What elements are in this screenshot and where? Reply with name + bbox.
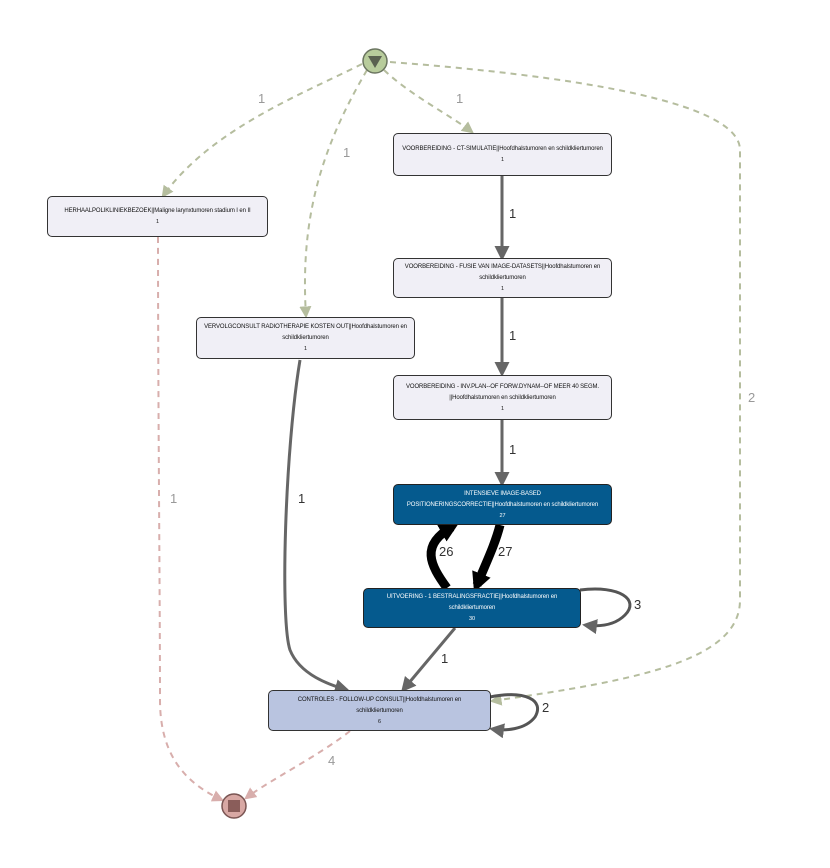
edge-vervolg-controles xyxy=(283,359,350,694)
activity-count: 6 xyxy=(377,718,382,725)
activity-label: CONTROLES - FOLLOW-UP CONSULT||Hoofdhals… xyxy=(297,696,462,714)
edge-label: 4 xyxy=(328,753,335,768)
edge-start-ct xyxy=(383,69,474,134)
edge-uitvoering-controles xyxy=(401,627,457,693)
start-node[interactable] xyxy=(362,48,388,74)
edge-label: 26 xyxy=(439,544,453,559)
edge-label: 3 xyxy=(634,597,641,612)
edge-label: 1 xyxy=(170,491,177,506)
activity-node-ct-simulatie[interactable]: VOORBEREIDING - CT-SIMULATIE||Hoofdhalst… xyxy=(393,133,612,176)
activity-label: UITVOERING - 1 BESTRALINGSFRACTIE||Hoofd… xyxy=(386,594,558,611)
edge-label: 27 xyxy=(498,544,512,559)
edge-label: 1 xyxy=(456,91,463,106)
edge-herhaal-end xyxy=(157,236,225,802)
activity-label: INTENSIEVE IMAGE-BASED POSITIONERINGSCOR… xyxy=(406,490,599,508)
activity-count: 1 xyxy=(500,405,505,412)
edge-label: 1 xyxy=(343,145,350,160)
activity-label: VERVOLGCONSULT RADIOTHERAPIE KOSTEN OUT|… xyxy=(204,324,407,341)
start-triangle-icon xyxy=(368,56,382,68)
end-node[interactable] xyxy=(221,793,247,819)
activity-label: HERHAALPOLIKLINIEKBEZOEK||Maligne larynx… xyxy=(64,208,251,214)
edge-label: 1 xyxy=(509,206,516,221)
activity-count: 1 xyxy=(500,286,505,292)
edge-label: 1 xyxy=(258,91,265,106)
edge-start-vervolg xyxy=(299,69,368,319)
edge-controles-end xyxy=(244,730,351,800)
activity-count: 1 xyxy=(303,346,308,352)
edge-label: 2 xyxy=(748,390,755,405)
edge-label: 1 xyxy=(509,328,516,343)
edge-start-controles xyxy=(389,61,741,706)
activity-node-herhaal[interactable]: HERHAALPOLIKLINIEKBEZOEK||Maligne larynx… xyxy=(47,196,268,237)
activity-node-intensieve[interactable]: INTENSIEVE IMAGE-BASED POSITIONERINGSCOR… xyxy=(393,484,612,525)
edge-start-herhaal xyxy=(161,63,363,198)
edge-controles-self xyxy=(489,693,539,739)
edge-label: 1 xyxy=(298,491,305,506)
activity-node-inv-plan[interactable]: VOORBEREIDING - INV.PLAN--OF FORW.DYNAM-… xyxy=(393,375,612,420)
edge-label: 1 xyxy=(509,442,516,457)
activity-node-vervolgconsult[interactable]: VERVOLGCONSULT RADIOTHERAPIE KOSTEN OUT|… xyxy=(196,317,415,359)
edge-label: 1 xyxy=(441,651,448,666)
edge-uitvoering-intensieve xyxy=(426,523,459,591)
activity-label: VOORBEREIDING - CT-SIMULATIE||Hoofdhalst… xyxy=(402,146,603,152)
activity-count: 1 xyxy=(155,219,160,225)
activity-count: 27 xyxy=(499,512,506,519)
stop-square-icon xyxy=(228,800,240,812)
activity-count: 1 xyxy=(500,157,505,163)
edge-intensieve-uitvoering xyxy=(472,523,505,593)
edge-label: 2 xyxy=(542,700,549,715)
edge-uitvoering-self xyxy=(579,587,632,635)
activity-label: VOORBEREIDING - FUSIE VAN IMAGE-DATASETS… xyxy=(404,264,601,281)
activity-node-uitvoering[interactable]: UITVOERING - 1 BESTRALINGSFRACTIE||Hoofd… xyxy=(363,588,581,628)
activity-node-controles[interactable]: CONTROLES - FOLLOW-UP CONSULT||Hoofdhals… xyxy=(268,690,491,731)
activity-node-fusie[interactable]: VOORBEREIDING - FUSIE VAN IMAGE-DATASETS… xyxy=(393,258,612,298)
activity-label: VOORBEREIDING - INV.PLAN--OF FORW.DYNAM-… xyxy=(406,383,599,401)
activity-count: 30 xyxy=(468,616,476,622)
